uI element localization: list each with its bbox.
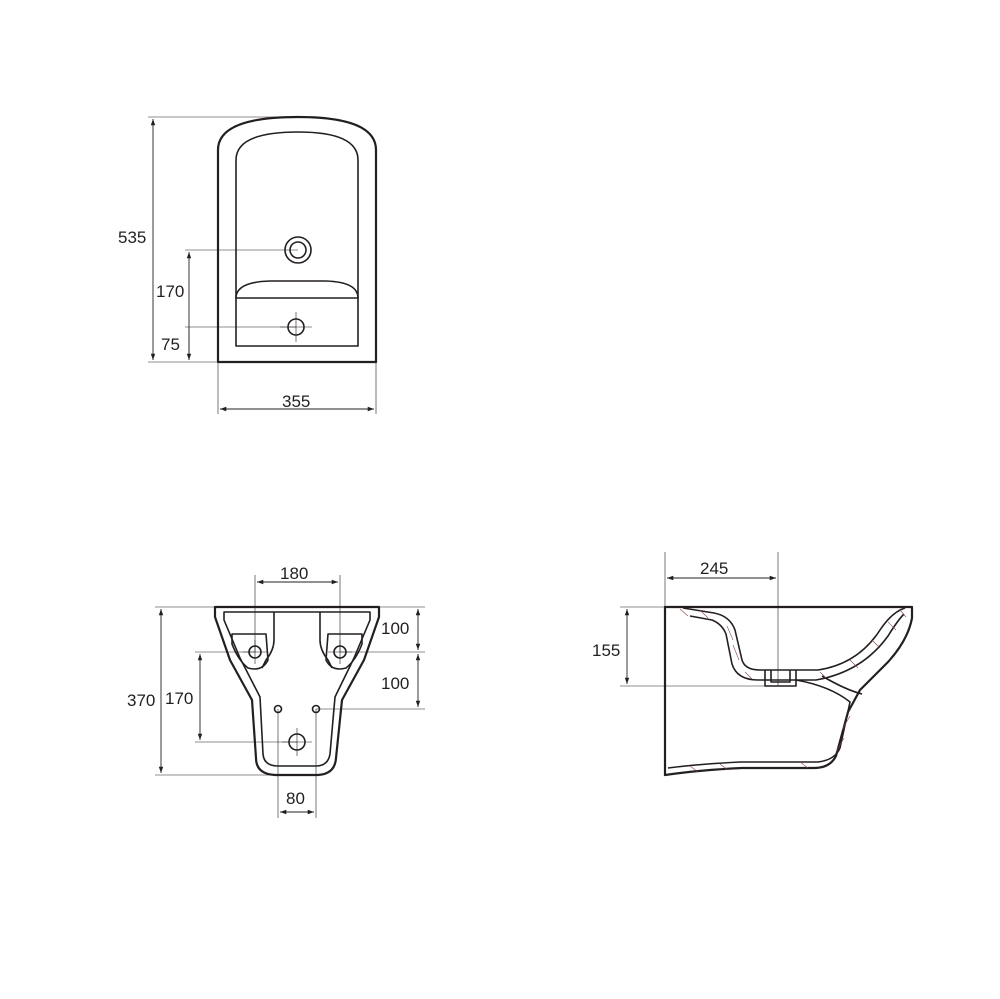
side-view-waste-distance-label: 245 (700, 559, 728, 578)
rear-view-height-label: 370 (127, 691, 155, 710)
rear-view-central-column (261, 612, 333, 669)
side-view-outer-shell (663, 605, 914, 777)
top-view: 535 170 75 355 (118, 115, 378, 414)
top-view-tap-offset-label: 170 (156, 282, 184, 301)
side-view-bowl-inner (689, 613, 905, 681)
top-view-width-label: 355 (282, 392, 310, 411)
rear-view-lower-offset-label: 100 (381, 674, 409, 693)
top-view-outer-outline (216, 115, 378, 364)
top-view-depth-label: 535 (118, 228, 146, 247)
side-view-section-hatching (679, 608, 907, 773)
rear-view-outer-outline (213, 605, 381, 777)
side-view-support-rib (821, 675, 863, 695)
side-view-support (667, 679, 851, 769)
side-view-waste-height-label: 155 (592, 641, 620, 660)
side-view: 245 155 (592, 552, 914, 777)
rear-view-left-pocket (231, 633, 269, 670)
rear-view: 180 100 100 370 170 80 (127, 564, 425, 818)
top-view-inner-bowl (235, 131, 359, 347)
rear-view-pin-spacing-label: 80 (286, 789, 305, 808)
rear-view-bolt-spacing-label: 180 (280, 564, 308, 583)
side-view-bowl-wall (682, 607, 906, 671)
top-view-deck-step (235, 280, 359, 299)
side-view-waste-outlet (764, 670, 797, 687)
rear-view-inlet-offset-label: 170 (165, 689, 193, 708)
rear-view-right-pocket (325, 633, 363, 670)
rear-view-upper-offset-label: 100 (381, 619, 409, 638)
top-view-waste-offset-label: 75 (161, 335, 180, 354)
